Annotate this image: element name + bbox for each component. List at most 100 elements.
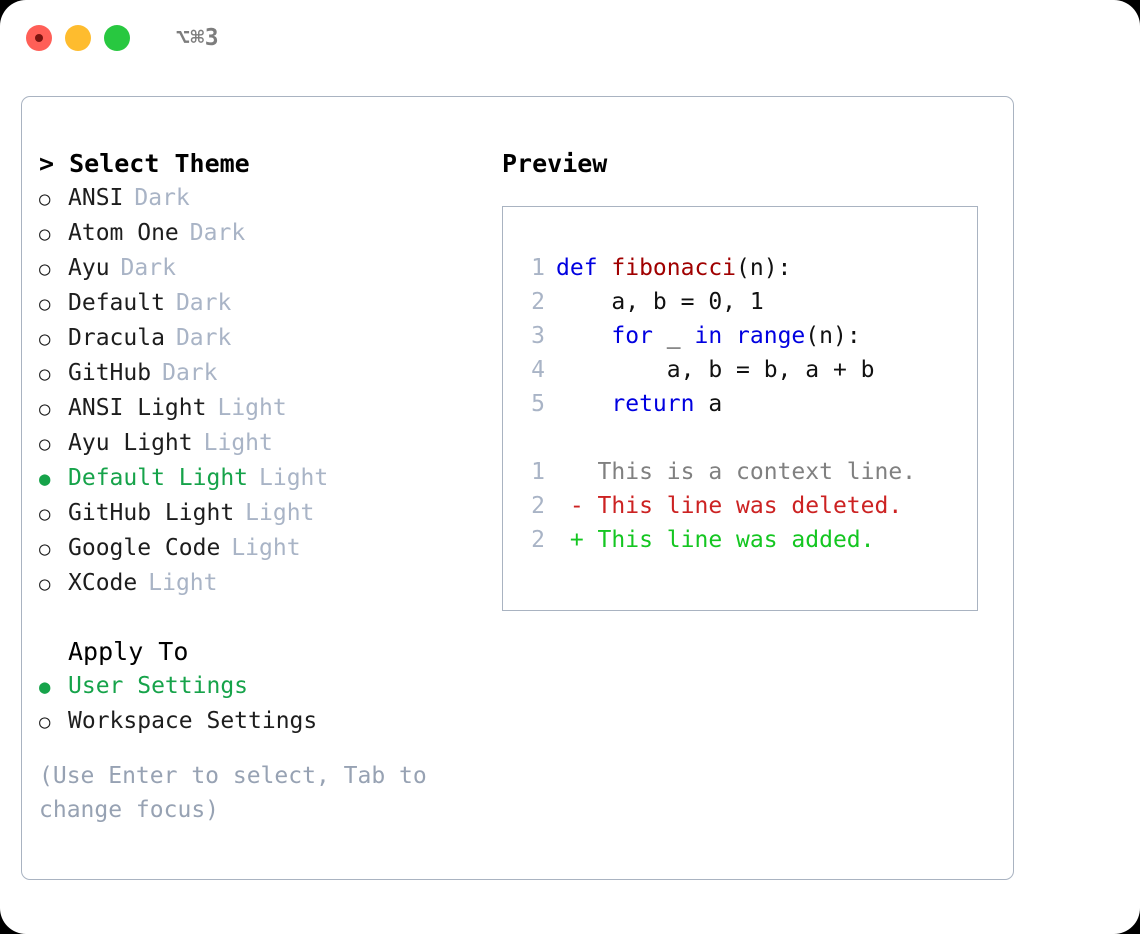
code-line: 2 a, b = 0, 1 [521,285,977,319]
theme-option-label: GitHub [68,360,152,386]
theme-option-label: ANSI [68,185,124,211]
theme-option[interactable]: ○ GitHub Light Light [39,496,487,531]
line-number: 1 [531,255,545,281]
theme-option-label: XCode [68,570,138,596]
line-number: 4 [531,357,545,383]
apply-to-option[interactable]: ○ Workspace Settings [39,704,487,739]
preview-heading: Preview [502,149,608,178]
theme-option-tag: Dark [120,255,176,281]
code-token: in [694,323,723,349]
code-token: This is a context line. [556,459,917,485]
diff-sample: 1 This is a context line.2 - This line w… [521,455,977,557]
code-token: a [694,391,723,417]
radio-unselected-icon: ○ [39,188,51,210]
code-text: for _ in range(n): [556,319,861,353]
radio-unselected-icon: ○ [39,573,51,595]
code-text: - This line was deleted. [556,489,902,523]
code-token: return [611,391,695,417]
diff-line: 2 + This line was added. [521,523,977,557]
theme-option-tag: Light [259,465,329,491]
theme-option-label: Atom One [68,220,179,246]
theme-option-label: Default [68,290,165,316]
select-theme-heading: > Select Theme [39,149,250,178]
theme-option-label: Dracula [68,325,165,351]
code-text: + This line was added. [556,523,875,557]
line-number: 2 [531,527,545,553]
radio-unselected-icon: ○ [39,503,51,525]
code-token: _ [652,323,695,349]
code-token: a, b = b, a + b [556,357,875,383]
radio-unselected-icon: ○ [39,433,51,455]
radio-selected-icon: ● [39,676,51,698]
theme-option[interactable]: ○ ANSI Dark [39,181,487,216]
code-token: range [736,323,806,349]
theme-option[interactable]: ○ Atom One Dark [39,216,487,251]
keyboard-shortcut-label: ⌥⌘3 [176,25,220,51]
line-number: 5 [531,391,545,417]
diff-line: 1 This is a context line. [521,455,977,489]
maximize-button[interactable] [104,25,130,51]
window-controls [26,25,130,51]
radio-unselected-icon: ○ [39,711,51,733]
radio-unselected-icon: ○ [39,538,51,560]
theme-option[interactable]: ○ Ayu Dark [39,251,487,286]
theme-option-tag: Light [203,430,273,456]
radio-unselected-icon: ○ [39,258,51,280]
theme-option-tag: Dark [189,220,246,246]
code-token [556,391,611,417]
code-token [722,323,736,349]
close-button[interactable] [26,25,52,51]
line-number: 3 [531,323,545,349]
theme-option-tag: Dark [134,185,190,211]
code-line: 5 return a [521,387,977,421]
apply-to-heading: Apply To [68,637,189,666]
radio-unselected-icon: ○ [39,398,51,420]
theme-option-tag: Light [231,535,301,561]
code-token: def [556,255,612,281]
radio-unselected-icon: ○ [39,223,51,245]
line-number: 2 [531,493,545,519]
code-text: a, b = 0, 1 [556,285,764,319]
theme-option-label: Ayu Light [68,430,193,456]
radio-unselected-icon: ○ [39,328,51,350]
code-token: a, b = 0, 1 [556,289,764,315]
code-text: This is a context line. [556,455,917,489]
line-number: 2 [531,289,545,315]
theme-option-label: Ayu [68,255,110,281]
theme-option-tag: Dark [162,360,218,386]
code-line: 3 for _ in range(n): [521,319,977,353]
code-token: (n): [805,323,861,349]
title-bar: ⌥⌘3 [0,0,1140,76]
theme-option-label: Google Code [68,535,221,561]
apply-to-option-list: ● User Settings ○ Workspace Settings [39,669,487,739]
theme-option-label: GitHub Light [68,500,235,526]
theme-option-tag: Light [245,500,315,526]
theme-option[interactable]: ○ Google Code Light [39,531,487,566]
code-token: - This line was deleted. [556,493,903,519]
line-number: 1 [531,459,545,485]
theme-option-label: Default Light [68,465,249,491]
apply-to-option-label: Workspace Settings [68,708,318,734]
radio-unselected-icon: ○ [39,293,51,315]
code-token: + This line was added. [556,527,875,553]
minimize-button[interactable] [65,25,91,51]
code-token [556,323,611,349]
code-token: for [611,323,653,349]
theme-option[interactable]: ○ Ayu Light Light [39,426,487,461]
apply-to-option[interactable]: ● User Settings [39,669,487,704]
diff-line: 2 - This line was deleted. [521,489,977,523]
apply-to-option-label: User Settings [68,673,249,699]
